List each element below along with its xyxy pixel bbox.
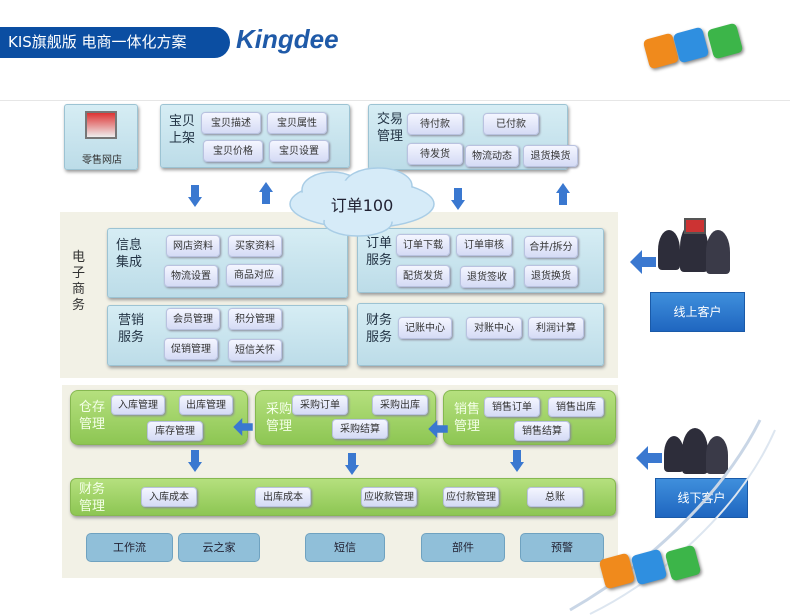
chip-purchase-0[interactable]: 采购订单: [292, 395, 348, 415]
chip-info-0[interactable]: 网店资料: [166, 235, 220, 257]
finance-service-title: 财务服务: [366, 313, 393, 345]
chip-trade-0[interactable]: 待付款: [407, 113, 463, 135]
chip-info-1[interactable]: 买家资料: [228, 235, 282, 257]
chip-finance-0[interactable]: 入库成本: [141, 487, 197, 507]
bottom-alert[interactable]: 预警: [520, 533, 604, 562]
chip-marketing-3[interactable]: 短信关怀: [228, 339, 282, 361]
chip-listing-desc[interactable]: 宝贝描述: [201, 112, 261, 134]
chip-trade-2[interactable]: 待发货: [407, 143, 463, 165]
chip-listing-settings[interactable]: 宝贝设置: [269, 140, 329, 162]
bottom-sms[interactable]: 短信: [305, 533, 385, 562]
chip-purchase-2[interactable]: 采购结算: [332, 419, 388, 439]
warehouse-title: 仓存管理: [79, 400, 106, 432]
arrow-down-icon: [188, 450, 202, 472]
chip-marketing-2[interactable]: 促销管理: [164, 338, 218, 360]
trade-panel: 交易管理 待付款 已付款 待发货 物流动态 退货换货: [368, 104, 578, 170]
chip-listing-attr[interactable]: 宝贝属性: [267, 112, 327, 134]
order-title: 订单服务: [366, 236, 393, 268]
chip-warehouse-0[interactable]: 入库管理: [111, 395, 165, 415]
chip-finance-1[interactable]: 出库成本: [255, 487, 311, 507]
arrow-left-icon: [636, 446, 662, 470]
chip-listing-price[interactable]: 宝贝价格: [203, 140, 263, 162]
arrow-left-icon: [630, 250, 656, 274]
chip-finance-service-2[interactable]: 利润计算: [528, 317, 584, 339]
kingdee-logo: Kingdee: [236, 24, 339, 54]
info-panel: 信息集成 网店资料 买家资料 物流设置 商品对应: [107, 228, 348, 298]
listing-panel: 宝贝上架 宝贝描述 宝贝属性 宝贝价格 宝贝设置: [160, 104, 350, 168]
chip-marketing-0[interactable]: 会员管理: [166, 308, 220, 330]
chip-purchase-1[interactable]: 采购出库: [372, 395, 428, 415]
finance-service-panel: 财务服务 记账中心 对账中心 利润计算: [357, 303, 604, 366]
chip-finance-service-0[interactable]: 记账中心: [398, 317, 452, 339]
info-title: 信息集成: [116, 238, 143, 270]
arrow-down-icon: [510, 450, 524, 472]
bottom-workflow[interactable]: 工作流: [86, 533, 173, 562]
arrow-down-icon: [451, 188, 465, 210]
chip-order-0[interactable]: 订单下载: [396, 234, 450, 256]
chip-sales-0[interactable]: 销售订单: [484, 397, 540, 417]
chip-order-2[interactable]: 合并/拆分: [524, 236, 578, 258]
chip-trade-3[interactable]: 物流动态: [465, 145, 519, 167]
bottom-components[interactable]: 部件: [421, 533, 505, 562]
chip-finance-3[interactable]: 应付款管理: [443, 487, 499, 507]
page-title: KIS旗舰版 电商一体化方案: [0, 27, 230, 58]
sales-panel: 销售管理 销售订单 销售出库 销售结算: [443, 390, 616, 445]
arrow-left-icon: [233, 418, 253, 436]
chip-trade-4[interactable]: 退货换货: [523, 145, 578, 167]
chip-order-5[interactable]: 退货换货: [524, 265, 578, 287]
listing-title: 宝贝上架: [169, 114, 196, 146]
swoosh-decoration: [569, 419, 776, 615]
chip-order-1[interactable]: 订单审核: [456, 234, 512, 256]
chip-finance-service-1[interactable]: 对账中心: [466, 317, 522, 339]
marketing-panel: 营销服务 会员管理 积分管理 促销管理 短信关怀: [107, 305, 348, 366]
bottom-yunzhijia[interactable]: 云之家: [178, 533, 260, 562]
finance-panel: 财务管理 入库成本 出库成本 应收款管理 应付款管理 总账: [70, 478, 616, 516]
arrow-left-icon: [428, 420, 448, 438]
chip-warehouse-1[interactable]: 出库管理: [179, 395, 233, 415]
purchase-panel: 采购管理 采购订单 采购出库 采购结算: [255, 390, 436, 445]
chip-trade-1[interactable]: 已付款: [483, 113, 539, 135]
chip-info-3[interactable]: 商品对应: [226, 264, 282, 286]
marketing-title: 营销服务: [118, 313, 145, 345]
laptop-icon: [85, 111, 117, 139]
chip-finance-2[interactable]: 应收款管理: [361, 487, 417, 507]
retail-store-box: 零售网店: [64, 104, 138, 170]
chip-warehouse-2[interactable]: 库存管理: [147, 421, 203, 441]
arrow-up-icon: [259, 182, 273, 204]
ecommerce-label: 电子商务: [72, 250, 86, 313]
sales-title: 销售管理: [454, 402, 481, 434]
warehouse-panel: 仓存管理 入库管理 出库管理 库存管理: [70, 390, 248, 445]
chip-finance-4[interactable]: 总账: [527, 487, 583, 507]
purchase-title: 采购管理: [266, 402, 293, 434]
chip-order-3[interactable]: 配货发货: [396, 265, 450, 287]
chip-order-4[interactable]: 退货签收: [460, 266, 514, 288]
chip-info-2[interactable]: 物流设置: [164, 265, 218, 287]
trade-title: 交易管理: [377, 112, 404, 144]
arrow-down-icon: [345, 453, 359, 475]
chip-sales-1[interactable]: 销售出库: [548, 397, 604, 417]
arrow-up-icon: [556, 183, 570, 205]
order-panel: 订单服务 订单下载 订单审核 合并/拆分 配货发货 退货签收 退货换货: [357, 228, 604, 293]
finance-title: 财务管理: [79, 482, 106, 514]
arrow-down-icon: [188, 185, 202, 207]
chip-sales-2[interactable]: 销售结算: [514, 421, 570, 441]
retail-store-label: 零售网店: [82, 155, 122, 166]
cloud-icon: [289, 167, 435, 237]
divider: [0, 100, 790, 101]
online-customers-button[interactable]: 线上客户: [650, 292, 745, 332]
cloud-label: 订单100: [330, 196, 394, 215]
chip-marketing-1[interactable]: 积分管理: [228, 308, 282, 330]
